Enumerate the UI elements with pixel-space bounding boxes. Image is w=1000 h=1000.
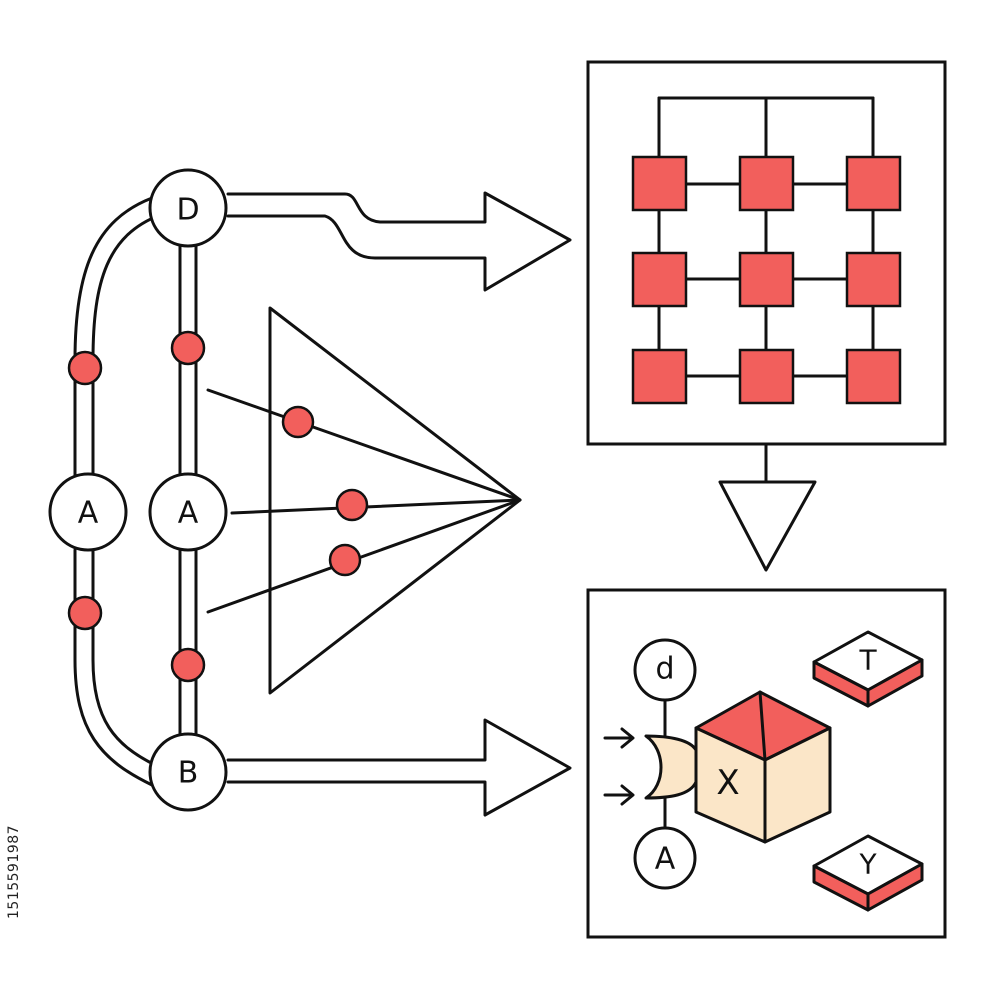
cube-x-label: X bbox=[716, 763, 739, 803]
node-d: D bbox=[148, 168, 228, 248]
node-small-d-label: d bbox=[655, 652, 674, 687]
grid-cell bbox=[738, 348, 795, 405]
node-a-inner-label: A bbox=[178, 496, 199, 531]
stock-id-watermark: 1515591987 bbox=[6, 824, 22, 920]
dot-outer-lower bbox=[67, 595, 103, 631]
tile-y: Y bbox=[812, 834, 924, 912]
outer-track bbox=[73, 196, 162, 787]
node-a-outer-label: A bbox=[78, 496, 99, 531]
tile-y-label: Y bbox=[858, 848, 877, 881]
funnel-triangle bbox=[206, 306, 522, 695]
node-small-a-label: A bbox=[655, 842, 676, 877]
node-d-label: D bbox=[176, 193, 199, 228]
grid-cell bbox=[631, 348, 688, 405]
grid-cell bbox=[845, 155, 902, 212]
arrow-d-to-grid bbox=[226, 191, 572, 292]
node-b: B bbox=[148, 732, 228, 812]
grid-cell bbox=[738, 155, 795, 212]
dot-inner-upper bbox=[170, 330, 206, 366]
node-a-inner: A bbox=[148, 472, 228, 552]
grid-box bbox=[586, 60, 947, 446]
output-box: d A X T bbox=[586, 588, 947, 939]
arrow-b-to-output bbox=[226, 718, 572, 817]
node-b-label: B bbox=[178, 756, 199, 791]
cube-x: X bbox=[694, 690, 832, 844]
socket-connector bbox=[644, 734, 698, 800]
grid-cell bbox=[845, 348, 902, 405]
dot-line-top bbox=[281, 405, 315, 439]
tile-t: T bbox=[812, 630, 924, 708]
grid-cell bbox=[738, 251, 795, 308]
dot-line-bottom bbox=[328, 543, 362, 577]
node-a-outer: A bbox=[48, 472, 128, 552]
grid-cell bbox=[845, 251, 902, 308]
node-small-a: A bbox=[633, 826, 697, 890]
dot-inner-lower bbox=[170, 647, 206, 683]
signal-dots bbox=[67, 330, 369, 683]
node-small-d: d bbox=[633, 638, 697, 702]
grid-cell bbox=[631, 155, 688, 212]
dot-line-middle bbox=[335, 488, 369, 522]
tile-t-label: T bbox=[858, 644, 877, 677]
down-arrow bbox=[718, 442, 817, 572]
grid-cell bbox=[631, 251, 688, 308]
input-arrows bbox=[603, 727, 635, 806]
dot-outer-upper bbox=[67, 350, 103, 386]
